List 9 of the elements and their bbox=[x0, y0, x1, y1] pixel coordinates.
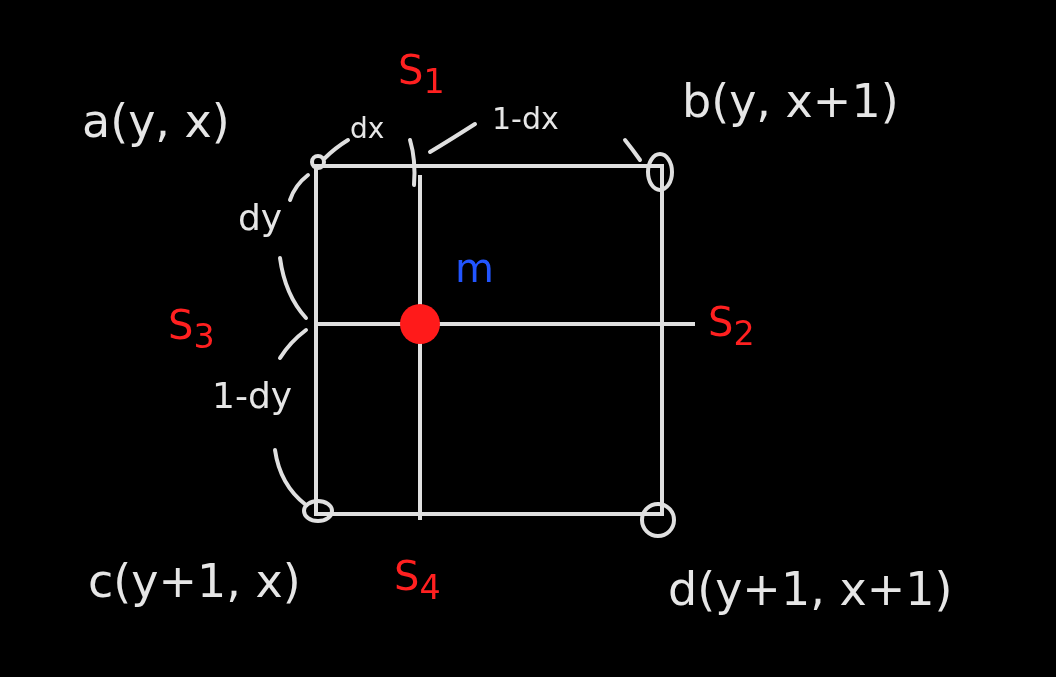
side-point-label: S$_{3}$ bbox=[168, 305, 215, 354]
side-point-label: S$_{1}$ bbox=[398, 50, 445, 99]
dimension-label: 1-dy bbox=[212, 378, 293, 414]
dimension-label: dy bbox=[238, 200, 283, 236]
point-label: m bbox=[455, 248, 494, 288]
side-point-label: S$_{4}$ bbox=[394, 556, 441, 605]
side-point-label: S$_{2}$ bbox=[708, 302, 755, 351]
dimension-label: dx bbox=[350, 115, 385, 143]
dimension-label: 1-dx bbox=[492, 104, 559, 134]
